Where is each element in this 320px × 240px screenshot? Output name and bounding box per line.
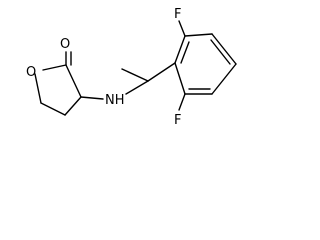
- bond-ring-c1-c2: [174, 35, 186, 64]
- fluorine-top-label: F: [174, 7, 181, 22]
- amine-linker: [80, 62, 176, 100]
- aromatic-inner-c1-c2: [180, 41, 190, 64]
- bond-ring-c4-c5: [211, 63, 237, 95]
- ring-oxygen-label: O: [26, 65, 36, 80]
- bond-ring-c6-c1: [174, 62, 186, 95]
- bond-alpha-carbon-to-carbonyl: [65, 64, 82, 98]
- bond-c6-to-fluorine-bottom: [178, 93, 186, 111]
- aromatic-inner-c3-c4: [210, 39, 231, 65]
- bond-carbonyl-to-ring-o: [42, 64, 67, 71]
- bond-ring-o-to-ch2: [34, 73, 42, 104]
- bond-ring-c2-c3: [184, 33, 213, 37]
- carbonyl-oxygen-label: O: [60, 37, 70, 52]
- bond-methine-to-ring: [147, 62, 176, 82]
- bond-alpha-carbon-to-nh: [80, 96, 104, 100]
- lactone-ring: [34, 51, 82, 116]
- molecule-diagram: O O NH F F: [26, 7, 237, 128]
- bond-c2-to-fluorine-top: [178, 20, 186, 37]
- bond-ring-c3-c4: [211, 33, 237, 65]
- bond-nh-to-methine: [125, 80, 149, 95]
- bond-ch2-to-alpha-carbon: [64, 96, 82, 116]
- amine-label: NH: [105, 93, 125, 108]
- bond-ch2-to-ch2: [40, 102, 66, 116]
- bond-methine-to-methyl: [121, 68, 149, 82]
- fluorine-bottom-label: F: [174, 113, 181, 128]
- difluorophenyl-ring: [174, 20, 237, 111]
